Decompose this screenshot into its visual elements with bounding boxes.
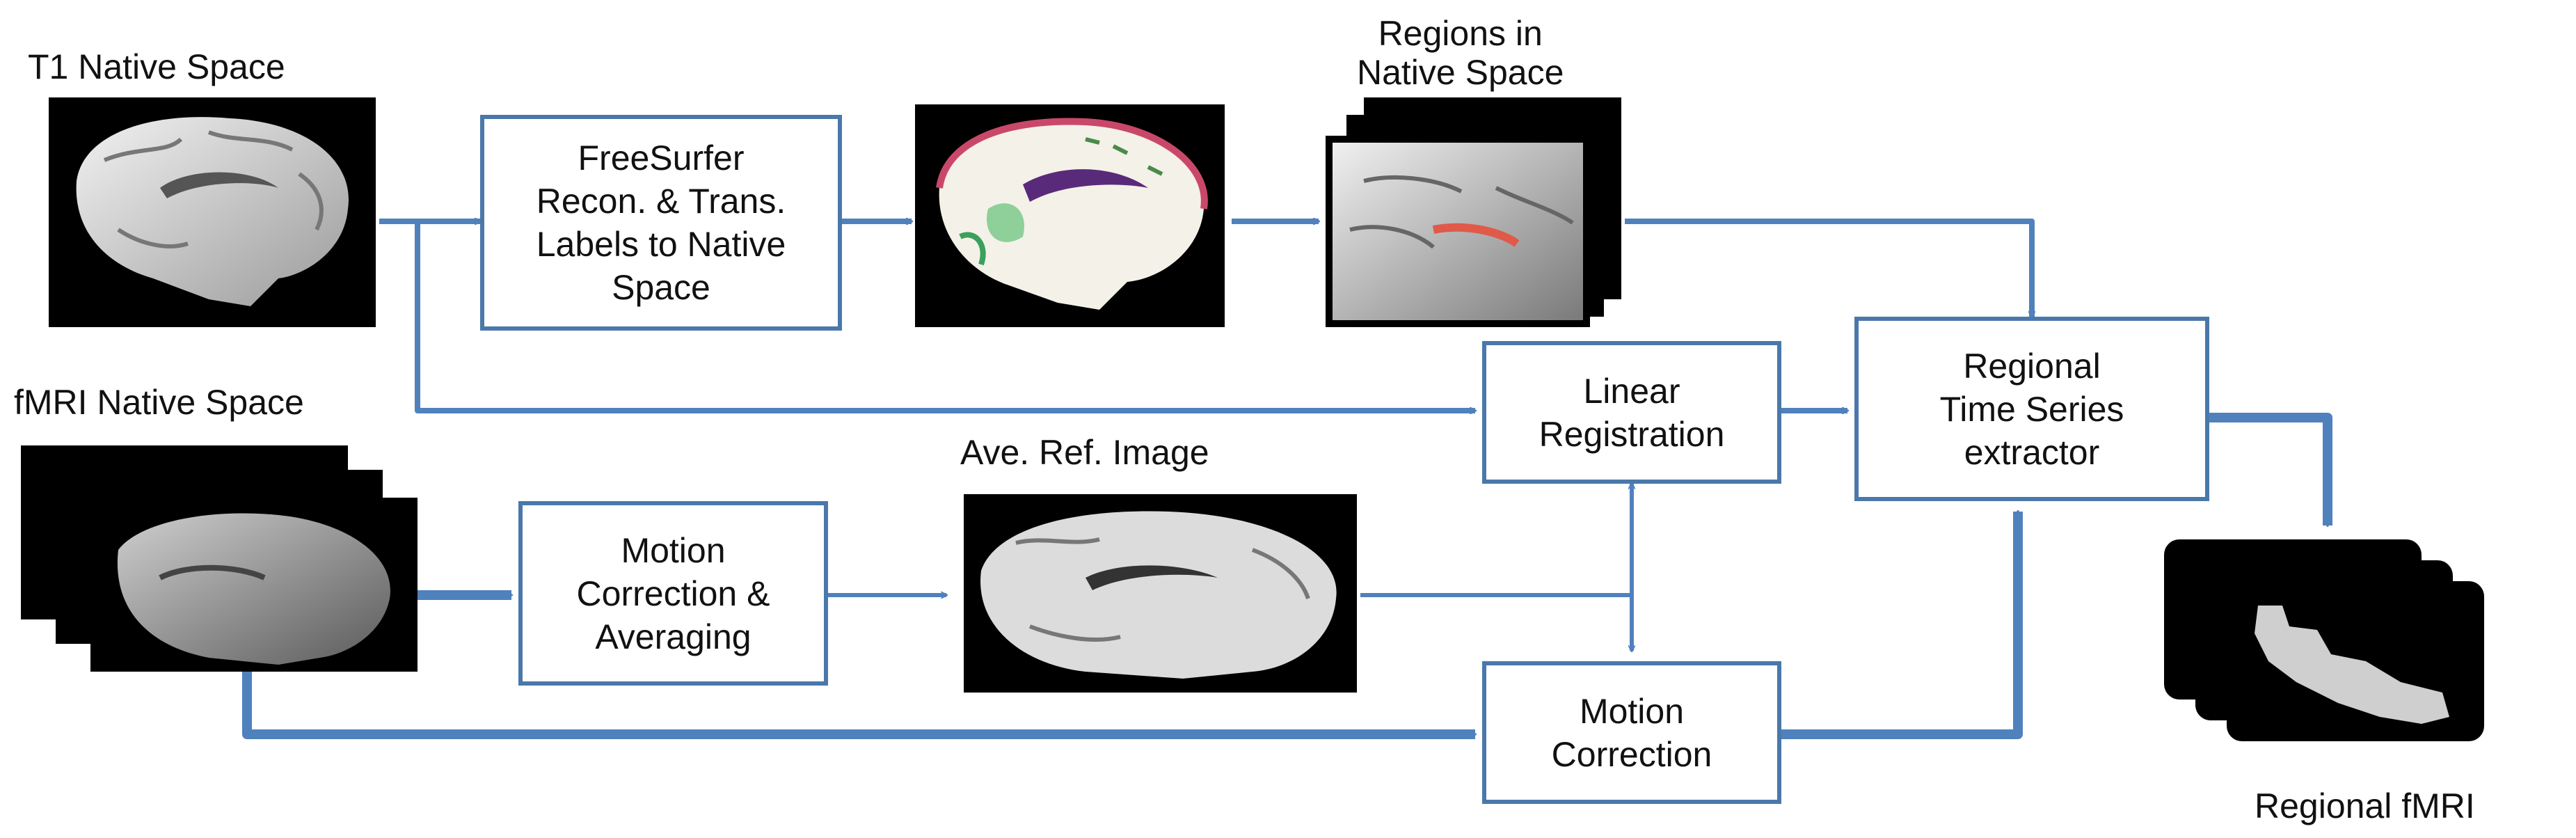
connectors [242,219,2332,739]
motion-correction-averaging-box: Motion Correction & Averaging [518,501,828,686]
regional-time-series-text: Regional Time Series extractor [1939,346,2124,472]
regional-fmri-stack [2164,539,2484,741]
motion-correction-averaging-text: Motion Correction & Averaging [576,530,770,656]
linear-registration-text: Linear Registration [1539,371,1725,454]
motion-correction-text: Motion Correction [1551,691,1712,774]
ave-ref-image [964,494,1357,693]
arrow-t1-to-linear-registration [415,221,1475,411]
t1-native-image [49,97,376,327]
arrow-regional-ts-to-output [2209,413,2332,525]
freesurfer-box-text: FreeSurfer Recon. & Trans. Labels to Nat… [536,139,786,307]
freesurfer-box: FreeSurfer Recon. & Trans. Labels to Nat… [480,115,842,331]
arrow-motion-correction-to-regional-ts [1781,512,2023,739]
regional-fmri-label: Regional fMRI [2255,786,2475,825]
motion-correction-box: Motion Correction [1482,661,1781,804]
regions-native-stack [1326,97,1621,327]
ave-ref-label: Ave. Ref. Image [960,433,1209,472]
arrow-regions-to-regional-ts [1625,219,2032,317]
regions-native-label: Regions in Native Space [1357,14,1564,92]
fmri-native-stack [21,445,418,672]
t1-native-label: T1 Native Space [28,47,285,86]
regional-time-series-box: Regional Time Series extractor [1854,317,2209,501]
freesurfer-labels-image [915,104,1225,327]
linear-registration-box: Linear Registration [1482,341,1781,484]
fmri-native-label: fMRI Native Space [14,383,304,422]
arrow-fmri-to-motion-correction [242,651,1475,739]
